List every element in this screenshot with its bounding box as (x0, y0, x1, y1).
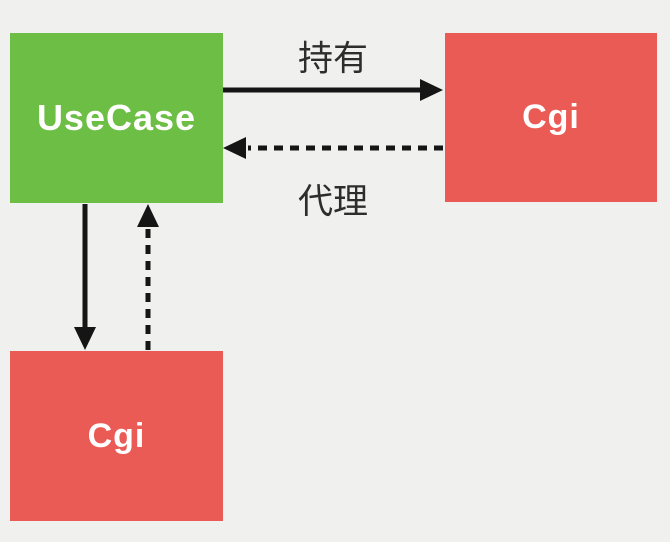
node-cgi-bottom: Cgi (10, 351, 223, 521)
arrow-usecase-holds-cgi (223, 79, 443, 101)
arrow-right-head-icon (420, 79, 443, 101)
arrow-cgi-delegates-usecase (223, 137, 443, 159)
arrow-down-head-icon (74, 327, 96, 350)
edge-label-delegates: 代理 (297, 182, 369, 222)
node-usecase-label: UseCase (36, 97, 197, 138)
node-cgi-right: Cgi (445, 33, 657, 202)
arrow-bottom-cgi-to-usecase (137, 204, 159, 350)
node-cgi-bottom-label: Cgi (87, 416, 146, 455)
arrow-up-head-icon (137, 204, 159, 227)
arrow-usecase-to-bottom-cgi (74, 204, 96, 350)
edge-label-holds: 持有 (297, 39, 369, 79)
arrow-left-head-icon (223, 137, 246, 159)
node-cgi-right-label: Cgi (522, 98, 580, 136)
node-usecase: UseCase (10, 33, 223, 203)
